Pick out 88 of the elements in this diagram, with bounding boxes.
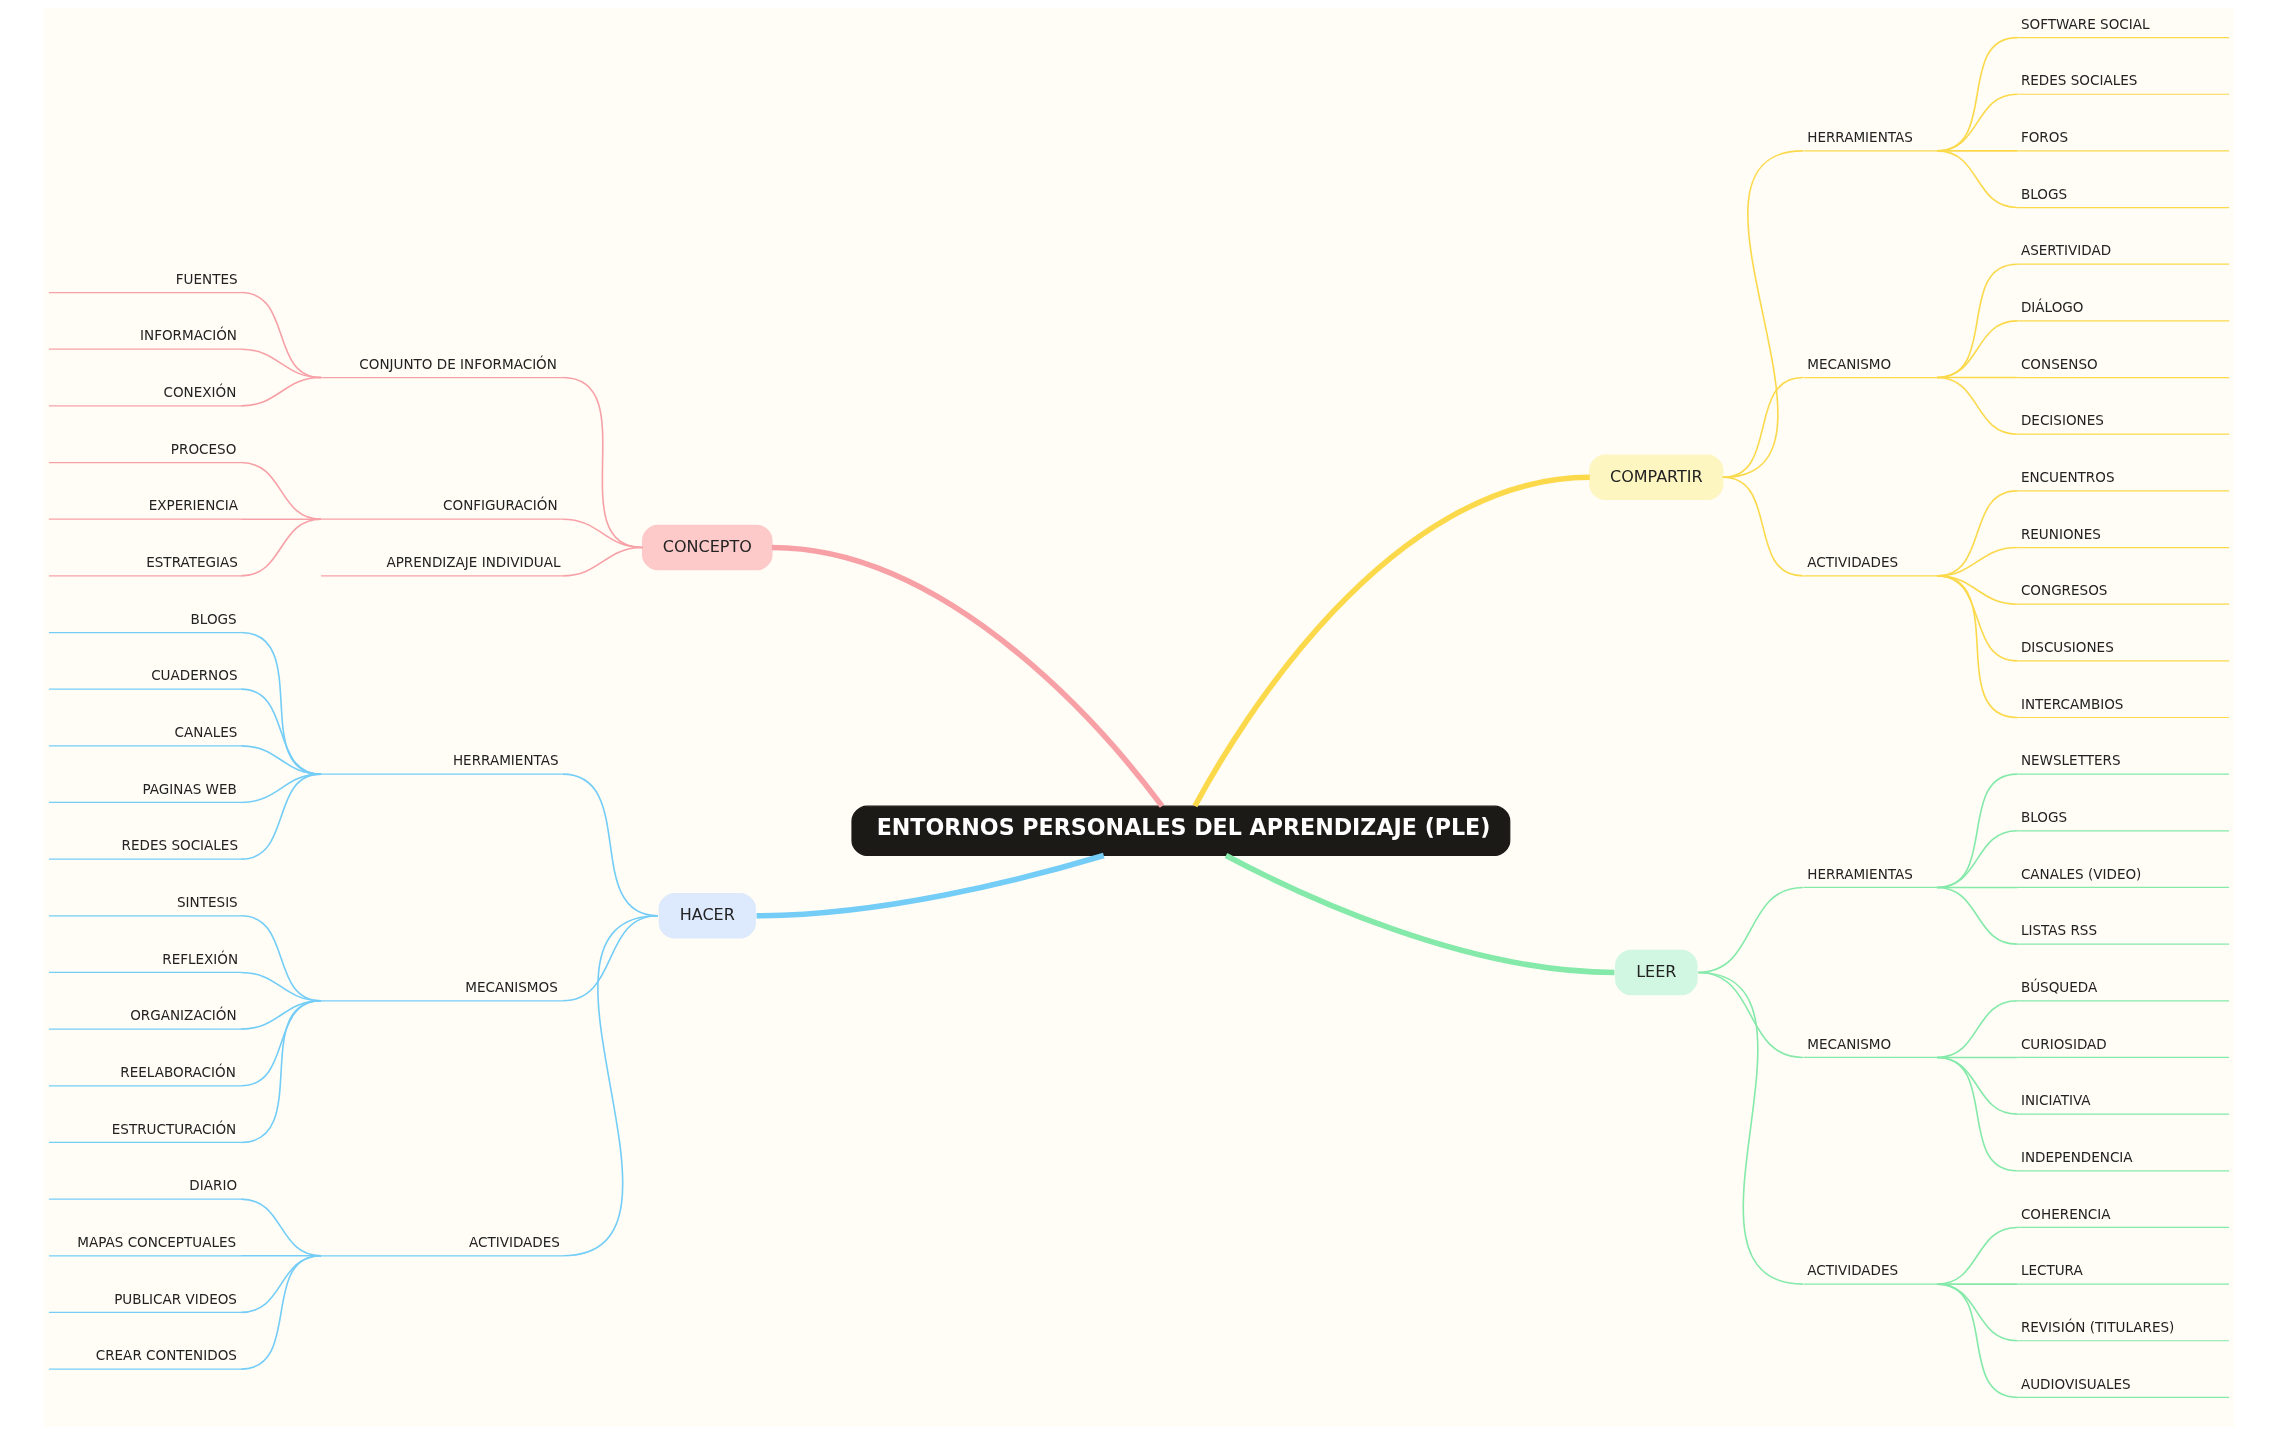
node-text: CONJUNTO DE INFORMACIÓN: [359, 355, 557, 372]
connector: [240, 461, 322, 520]
node-text: SINTESIS: [177, 893, 238, 910]
node-text: INDEPENDENCIA: [2020, 1148, 2133, 1165]
node-text: REFLEXIÓN: [162, 950, 239, 967]
connector: [1936, 773, 2018, 889]
connector: [1936, 1283, 2018, 1399]
connector: [1936, 575, 2018, 719]
node-box: COMPARTIR: [1589, 454, 1724, 501]
node-text: ASERTIVIDAD: [2020, 242, 2112, 259]
node-box: ENTORNOS PERSONALES DEL APRENDIZAJE (PLE): [851, 805, 1511, 857]
node-text: CONEXIÓN: [163, 384, 237, 401]
connector: [1936, 150, 2018, 209]
connector: [561, 546, 644, 577]
node-text: MECANISMO: [1807, 1035, 1892, 1052]
node-text: HERRAMIENTAS: [1807, 865, 1913, 882]
node-text: DIÁLOGO: [2020, 299, 2084, 316]
node-text: NEWSLETTERS: [2020, 752, 2121, 769]
node-text: ACTIVIDADES: [1807, 553, 1899, 570]
connector: [1936, 1000, 2018, 1059]
node-text: CUADERNOS: [151, 667, 238, 684]
connector: [1722, 150, 1804, 479]
node-text: ACTIVIDADES: [468, 1233, 560, 1250]
node-text: HERRAMIENTAS: [452, 752, 559, 769]
node-text: DIARIO: [189, 1177, 238, 1194]
connector: [240, 1254, 322, 1370]
node-text: MAPAS CONCEPTUALES: [77, 1233, 237, 1250]
node-text: PUBLICAR VIDEOS: [114, 1290, 237, 1307]
node-box: HACER: [658, 893, 756, 939]
node-text: LECTURA: [2020, 1262, 2083, 1279]
node-text: SOFTWARE SOCIAL: [2020, 15, 2150, 32]
node-text: CURIOSIDAD: [2020, 1035, 2107, 1052]
connector: [771, 544, 1165, 808]
node-text: FOROS: [2020, 129, 2068, 146]
connector: [1936, 886, 2018, 945]
connector: [1722, 476, 1804, 577]
node-box: CONCEPTO: [642, 524, 773, 571]
connector: [240, 518, 322, 577]
node-text: LISTAS RSS: [2020, 922, 2097, 939]
node-text: ORGANIZACIÓN: [130, 1007, 237, 1024]
connector: [1224, 853, 1615, 976]
node-text: APRENDIZAJE INDIVIDUAL: [386, 553, 561, 570]
node-text: BLOGS: [2020, 185, 2067, 202]
connector: [1936, 376, 2018, 435]
node-text: INTERCAMBIOS: [2020, 695, 2124, 712]
node-text: REDES SOCIALES: [2020, 72, 2138, 89]
node-text: REELABORACIÓN: [120, 1063, 236, 1080]
node-text: REUNIONES: [2020, 525, 2101, 542]
node-text: BLOGS: [190, 610, 237, 627]
node-text: AUDIOVISUALES: [2020, 1375, 2131, 1392]
node-text: PROCESO: [170, 440, 237, 457]
connector: [1722, 376, 1804, 479]
node-text: COHERENCIA: [2020, 1205, 2111, 1222]
node-text: REVISIÓN (TITULARES): [2020, 1318, 2175, 1335]
node-text: EXPERIENCIA: [148, 497, 238, 514]
node-text: ENCUENTROS: [2020, 468, 2115, 485]
node-text: PAGINAS WEB: [142, 780, 237, 797]
connector: [1697, 971, 1804, 1285]
connector: [240, 376, 322, 407]
node-text: REDES SOCIALES: [121, 837, 239, 854]
node-text: CANALES: [174, 723, 238, 740]
node-text: BLOGS: [2020, 808, 2067, 825]
node-text: BÚSQUEDA: [2020, 978, 2098, 995]
node-text: CONFIGURACIÓN: [443, 497, 558, 514]
connector: [1192, 474, 1591, 808]
node-text: CONGRESOS: [2020, 582, 2108, 599]
node-text: MECANISMOS: [465, 978, 558, 995]
connector: [1936, 1056, 2018, 1172]
node-text: HERRAMIENTAS: [1807, 129, 1913, 146]
node-text: MECANISMO: [1807, 355, 1892, 372]
node-text: ESTRUCTURACIÓN: [111, 1120, 237, 1137]
node-text: CONSENSO: [2020, 355, 2098, 372]
connector: [561, 915, 659, 1257]
connector: [240, 773, 322, 860]
node-text: INFORMACIÓN: [140, 327, 237, 344]
node-text: ESTRATEGIAS: [146, 553, 238, 570]
node-text: CANALES (VIDEO): [2020, 865, 2142, 882]
node-text: DISCUSIONES: [2020, 638, 2114, 655]
connector: [1936, 830, 2018, 889]
node-text: FUENTES: [175, 270, 238, 287]
connector: [756, 852, 1105, 919]
node-text: ACTIVIDADES: [1807, 1262, 1899, 1279]
node-box: LEER: [1615, 949, 1698, 996]
connector: [240, 518, 322, 520]
node-text: INICIATIVA: [2020, 1092, 2091, 1109]
node-text: DECISIONES: [2020, 412, 2104, 429]
node-text: CREAR CONTENIDOS: [95, 1347, 237, 1364]
connector: [240, 1000, 322, 1144]
